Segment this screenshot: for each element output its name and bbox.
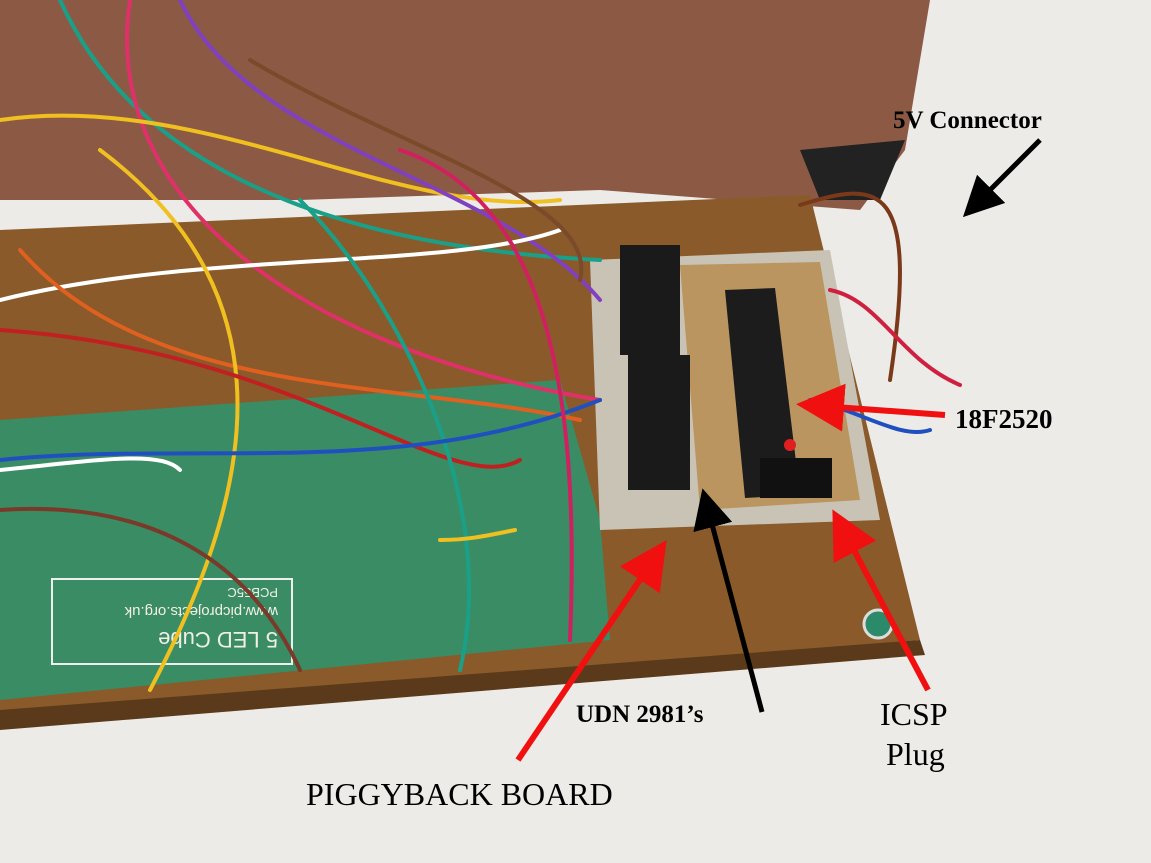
label-udn2981: UDN 2981’s [576, 701, 704, 728]
icsp-header [760, 458, 832, 498]
silkscreen-url: www.picprojects.org.uk [124, 603, 279, 620]
label-icsp-line1: ICSP [880, 696, 948, 732]
silkscreen-block: 5 LED Cube www.picprojects.org.uk PCB55C [51, 578, 293, 665]
arrow-piggyback [515, 540, 667, 762]
pcb-edge [0, 640, 925, 730]
pic-18f2520-chip [725, 288, 800, 498]
udn2981-chip-upper [620, 245, 680, 355]
arrow-5v-connector [962, 138, 1042, 218]
backboard-shadow [800, 140, 905, 200]
label-icsp-line2: Plug [886, 736, 945, 772]
udn2981-chip-lower [628, 355, 690, 490]
label-piggyback-board: PIGGYBACK BOARD [306, 776, 613, 812]
label-5v-connector: 5V Connector [893, 107, 1042, 134]
arrow-icsp [832, 509, 931, 692]
wire-bundle [0, 0, 962, 692]
silkscreen-part: PCB55C [227, 585, 278, 600]
arrow-udn2981 [693, 488, 765, 713]
chip-red-dot [784, 439, 796, 451]
backboard [0, 0, 930, 210]
arrow-18f2520 [796, 383, 946, 432]
label-18f2520: 18F2520 [955, 404, 1053, 434]
